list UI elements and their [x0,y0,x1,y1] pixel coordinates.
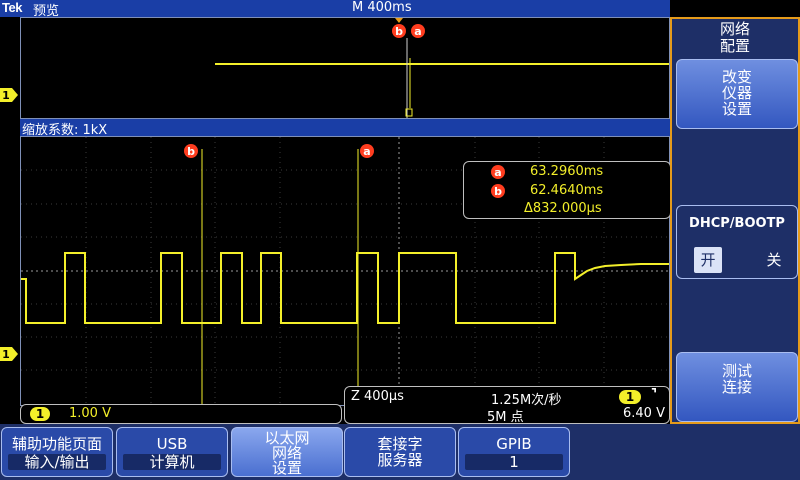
sample-rate: 1.25M次/秒 [491,393,562,408]
graticule-center-axes [21,137,669,405]
gpib-button[interactable]: GPIB 1 [458,427,570,477]
cursor-b-label: b [395,25,403,38]
cursor-a-label: a [414,25,421,38]
dhcp-on-option[interactable]: 开 [694,247,722,273]
channel1-scale-readout[interactable]: 1 1.00 V [20,404,342,424]
cursor-a-badge-icon[interactable] [411,24,425,38]
overview-graticule: b a [215,18,669,118]
cursor-b-badge-icon[interactable] [392,24,406,38]
timebase-readout: M 400ms [352,0,412,15]
cursor-readout-box: a b 63.2960ms 62.4640ms Δ832.000µs [463,161,671,219]
brand-logo: Tek [2,0,22,15]
test-connection-button[interactable]: 测试 连接 [676,352,798,422]
side-menu-title: 网络 配置 [719,20,750,55]
aux-io-button[interactable]: 辅助功能页面 输入/输出 [1,427,113,477]
zoom-trace [21,252,669,324]
trigger-slope-icon: ⌝ [651,387,658,402]
cursor-b-badge-icon[interactable] [184,144,198,158]
zoom-factor-label: 缩放系数: 1kX [22,123,108,138]
cursor-delta-value: Δ832.000µs [524,201,602,216]
channel1-marker-overview[interactable]: 1 [0,88,18,102]
zoom-waveform-panel[interactable]: b a a b 63.2960ms 62.4640ms Δ832.000µs [20,136,671,406]
readout-a-badge-icon [491,165,505,179]
trigger-channel-badge: 1 [619,390,641,404]
socket-server-button[interactable]: 套接字 服务器 [344,427,456,477]
mode-label: 预览 [33,4,60,19]
zoom-timebase: Z 400µs [351,389,404,404]
change-instrument-settings-button[interactable]: 改变 仪器 设置 [676,59,798,129]
trigger-position-icon [395,18,403,23]
cursor-b-value: 62.4640ms [530,183,604,198]
zoom-status-bar: 缩放系数: 1kX [20,119,670,138]
readout-b-badge-icon [491,184,505,198]
channel1-marker-zoom[interactable]: 1 [0,347,18,361]
acquisition-readout[interactable]: Z 400µs 1.25M次/秒 5M 点 1 ⌝ 6.40 V [344,386,670,425]
usb-computer-button[interactable]: USB 计算机 [116,427,228,477]
svg-text:b: b [187,145,195,158]
svg-text:1: 1 [2,348,10,361]
dhcp-bootp-label: DHCP/BOOTP [689,216,785,231]
ethernet-network-settings-button[interactable]: 以太网 网络 设置 [231,427,343,477]
bottom-menu: 辅助功能页面 输入/输出 USB 计算机 以太网 网络 设置 套接字 服务器 G… [0,424,800,480]
overview-waveform-panel[interactable]: b a [20,17,670,119]
zoom-position-icon [405,108,413,117]
svg-text:b: b [494,185,502,198]
dhcp-bootp-toggle[interactable]: DHCP/BOOTP 开 关 [676,205,798,279]
cursor-a-value: 63.2960ms [530,164,604,179]
trigger-level: 6.40 V [623,406,665,421]
svg-text:a: a [363,145,370,158]
record-length: 5M 点 [487,410,524,425]
status-bar: Tek 预览 M 400ms [0,0,670,19]
svg-text:a: a [494,166,501,179]
cursor-readout-badges: a b [491,165,505,198]
svg-text:1: 1 [2,89,10,102]
channel1-volts-per-div: 1.00 V [69,406,111,421]
cursor-a-badge-icon[interactable] [360,144,374,158]
channel1-badge: 1 [30,407,50,421]
side-menu: 网络 配置 改变 仪器 设置 DHCP/BOOTP 开 关 测试 连接 [670,17,800,424]
dhcp-off-option[interactable]: 关 [766,251,782,269]
